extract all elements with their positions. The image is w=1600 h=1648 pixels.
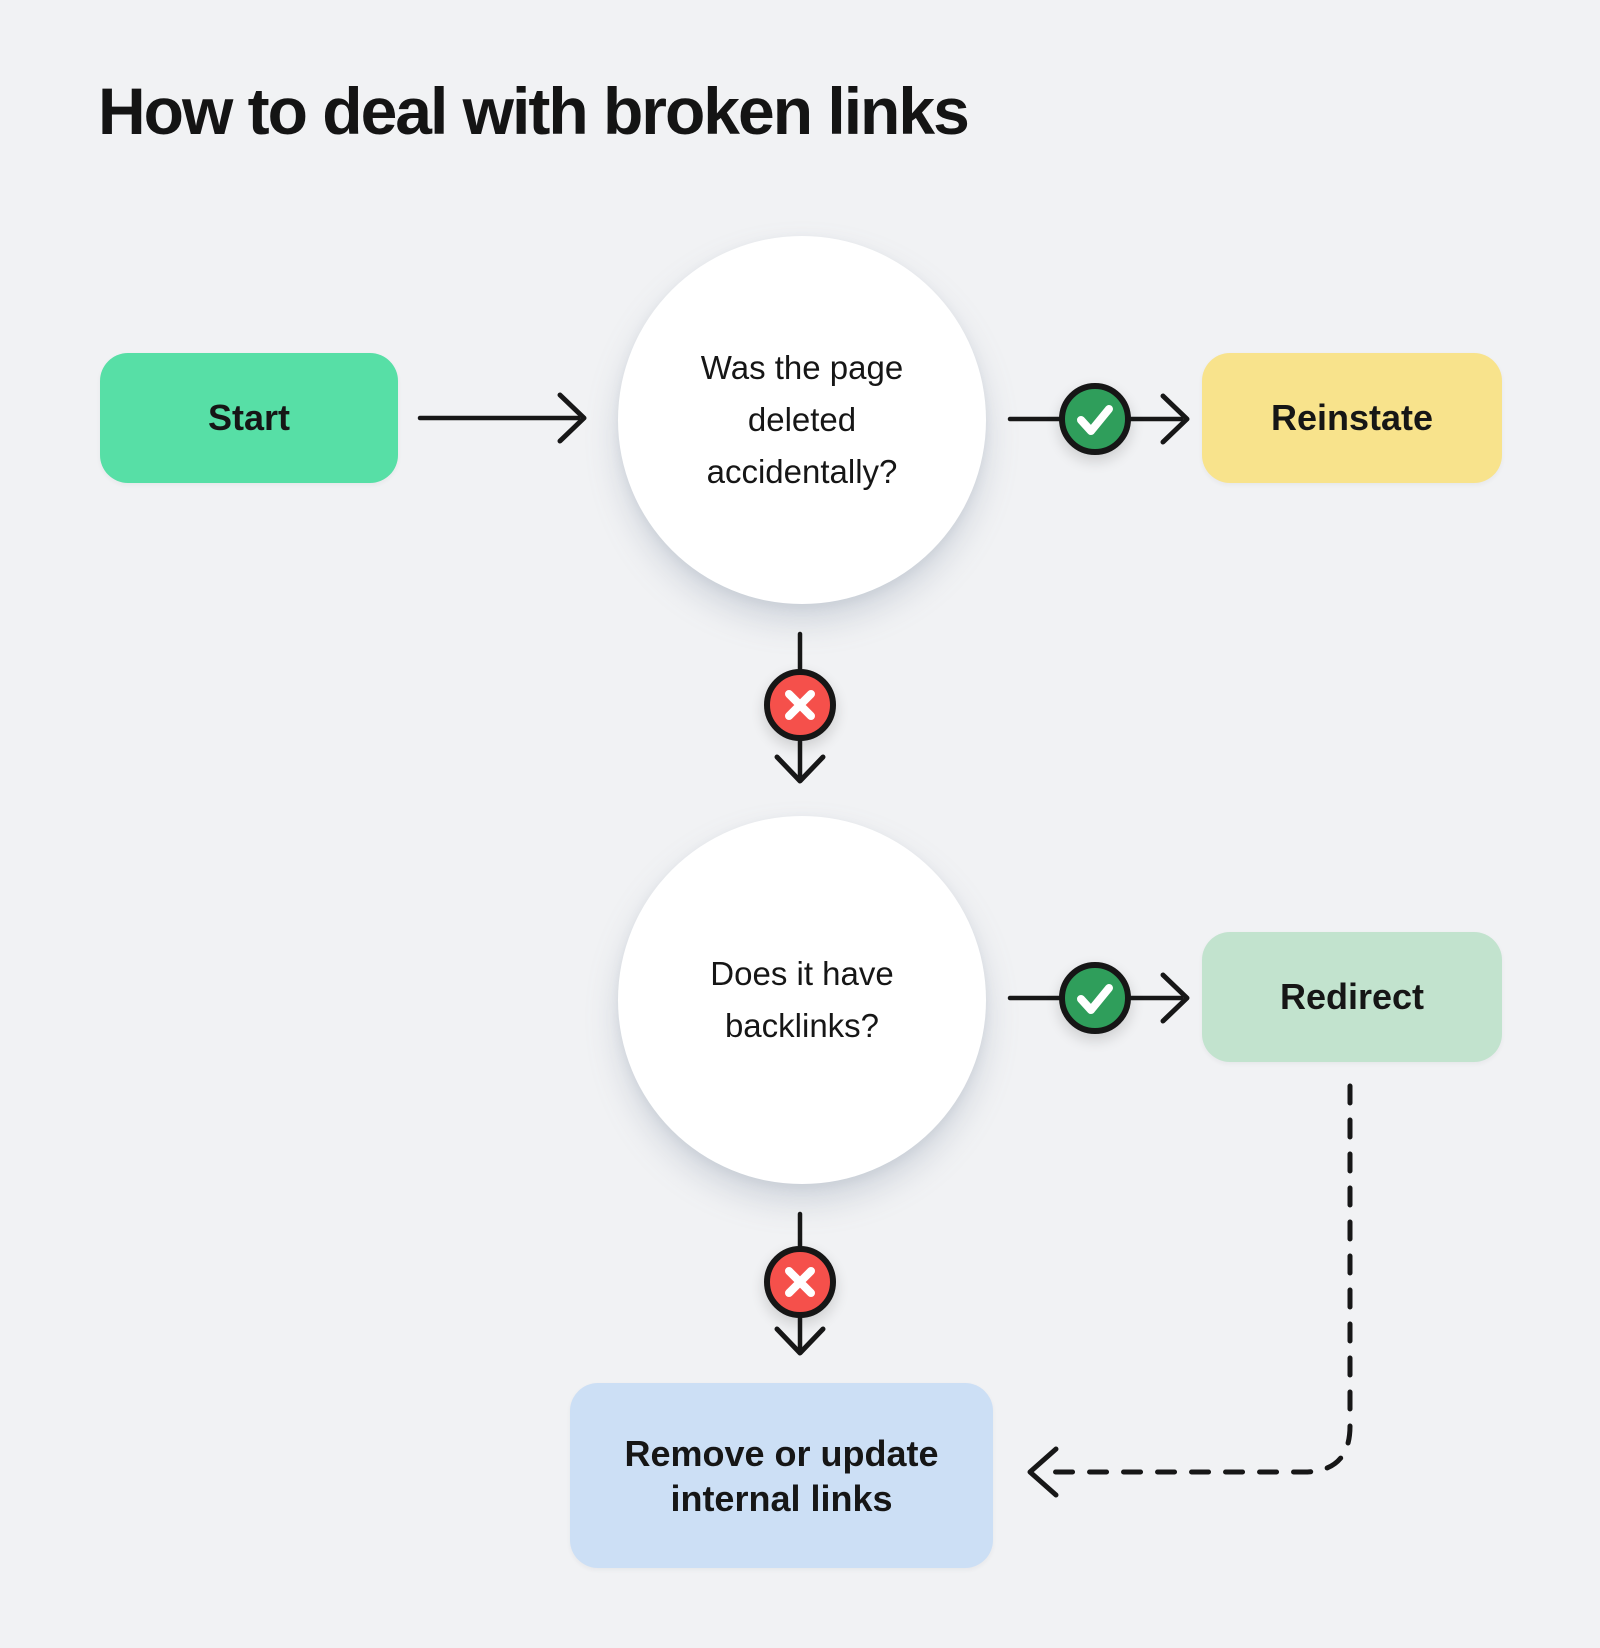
- cross-icon: [785, 1267, 815, 1297]
- redirect-node: Redirect: [1202, 932, 1502, 1062]
- decision-node-page-deleted: Was the page deleted accidentally?: [618, 236, 986, 604]
- remove-update-links-node-label: Remove or update internal links: [624, 1432, 939, 1519]
- check-icon: [1077, 405, 1113, 435]
- cross-icon: [785, 690, 815, 720]
- edge-start-to-question1: [417, 392, 587, 444]
- remove-update-links-node: Remove or update internal links: [570, 1383, 993, 1568]
- start-node: Start: [100, 353, 398, 483]
- diagram-title: How to deal with broken links: [98, 74, 970, 148]
- edge-redirect-to-remove: [1027, 1083, 1353, 1498]
- decision-node-backlinks: Does it have backlinks?: [618, 816, 986, 1184]
- yes-badge-question2: [1059, 962, 1131, 1034]
- check-icon: [1077, 984, 1113, 1014]
- yes-badge-question1: [1059, 383, 1131, 455]
- reinstate-node: Reinstate: [1202, 353, 1502, 483]
- reinstate-node-label: Reinstate: [1270, 397, 1434, 438]
- no-badge-question2: [764, 1246, 836, 1318]
- start-node-label: Start: [207, 397, 291, 438]
- redirect-node-label: Redirect: [1279, 976, 1425, 1017]
- decision-node-backlinks-label: Does it have backlinks?: [710, 955, 894, 1044]
- no-badge-question1: [764, 669, 836, 741]
- decision-node-page-deleted-label: Was the page deleted accidentally?: [700, 349, 904, 490]
